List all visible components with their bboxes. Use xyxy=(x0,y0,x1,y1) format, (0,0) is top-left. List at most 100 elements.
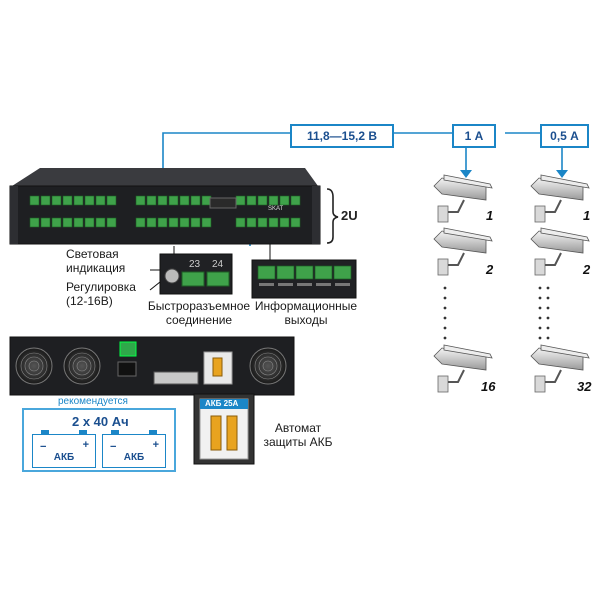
dot xyxy=(546,306,550,310)
terminal-block xyxy=(29,217,40,228)
battery-2-minus: − xyxy=(110,441,117,453)
dot xyxy=(538,296,542,300)
fans xyxy=(15,347,287,385)
battery-1-minus: − xyxy=(40,441,47,453)
terminal-block xyxy=(106,217,117,228)
connector-callout xyxy=(149,246,233,295)
regulation-label: Регулировка (12-16В) xyxy=(66,280,136,308)
battery-capacity: 2 x 40 Ач xyxy=(72,414,129,429)
info-outputs-callout xyxy=(251,244,357,299)
battery-1: − + АКБ xyxy=(32,430,96,468)
info-output-caption xyxy=(297,283,312,286)
dot xyxy=(538,336,542,340)
terminal-block xyxy=(40,195,51,206)
battery-2-label: АКБ xyxy=(123,452,145,463)
terminal-block xyxy=(279,217,290,228)
supply-line xyxy=(162,132,290,168)
cctv-camera-icon xyxy=(433,344,493,393)
rear-breaker xyxy=(203,351,233,385)
fan-icon xyxy=(15,347,53,385)
info-output-terminal xyxy=(257,265,276,280)
info-output-terminal xyxy=(333,265,352,280)
cctv-camera-icon xyxy=(530,344,590,393)
rack-size-label: 2U xyxy=(341,208,358,223)
power-socket xyxy=(117,361,137,377)
terminal-block xyxy=(235,217,246,228)
terminal-block xyxy=(279,195,290,206)
dot xyxy=(443,316,447,320)
dot xyxy=(538,316,542,320)
terminal-block xyxy=(84,217,95,228)
battery-1-label: АКБ xyxy=(53,452,75,463)
rack-unit-rear xyxy=(9,336,295,396)
recommended-label: рекомендуется xyxy=(58,396,128,407)
terminal-block xyxy=(235,195,246,206)
battery-terminals xyxy=(153,371,199,385)
terminal-block xyxy=(51,195,62,206)
terminal-block xyxy=(268,217,279,228)
breaker-zoom xyxy=(193,393,255,465)
terminal-block xyxy=(51,217,62,228)
camera-column-right xyxy=(530,174,590,393)
arrow-down-1 xyxy=(460,170,472,178)
camera-column-left xyxy=(433,174,493,393)
front-panel-brand: SKAT xyxy=(268,206,284,212)
current-2: 0,5 А xyxy=(550,129,579,143)
terminal-block xyxy=(179,217,190,228)
dot xyxy=(443,306,447,310)
camera-number-right-2: 2 xyxy=(583,262,591,277)
continuation-dots xyxy=(443,286,550,340)
cctv-camera-icon xyxy=(530,174,590,223)
current-1: 1 А xyxy=(464,129,484,143)
connector-24 xyxy=(206,271,230,287)
terminal-block xyxy=(40,217,51,228)
terminal-block xyxy=(257,217,268,228)
terminal-block xyxy=(179,195,190,206)
terminal-block xyxy=(146,195,157,206)
camera-number-left-1: 1 xyxy=(486,208,494,223)
rack-size-bracket xyxy=(326,188,339,244)
terminal-block xyxy=(95,217,106,228)
dot xyxy=(443,326,447,330)
terminal-block xyxy=(201,217,212,228)
terminal-block xyxy=(95,195,106,206)
terminal-block xyxy=(146,217,157,228)
cctv-camera-icon xyxy=(433,174,493,223)
battery-2-plus: + xyxy=(152,439,159,451)
arrow-down-2 xyxy=(556,170,568,178)
dot xyxy=(546,326,550,330)
regulation-knob xyxy=(164,268,180,284)
dot xyxy=(546,336,550,340)
front-slot xyxy=(209,197,237,209)
light-indication-label: Световая индикация xyxy=(66,247,126,275)
terminal-block xyxy=(157,217,168,228)
terminal-block xyxy=(135,195,146,206)
info-output-caption xyxy=(278,283,293,286)
terminal-block xyxy=(62,195,73,206)
terminal-block xyxy=(135,217,146,228)
terminal-block xyxy=(168,217,179,228)
power-switch xyxy=(119,341,137,357)
fan-icon xyxy=(63,347,101,385)
info-output-caption xyxy=(316,283,331,286)
dot xyxy=(538,326,542,330)
camera-number-right-1: 1 xyxy=(583,208,591,223)
dot xyxy=(443,296,447,300)
current-2-box: 0,5 А xyxy=(540,124,589,148)
terminal-block xyxy=(290,195,301,206)
terminal-block xyxy=(62,217,73,228)
terminal-block xyxy=(84,195,95,206)
connector-number-23: 23 xyxy=(189,259,201,270)
camera-number-left-16: 16 xyxy=(481,379,496,394)
terminal-block xyxy=(190,217,201,228)
info-output-terminal xyxy=(276,265,295,280)
battery-1-plus: + xyxy=(82,439,89,451)
terminal-block xyxy=(246,195,257,206)
connector-23 xyxy=(181,271,205,287)
terminal-block xyxy=(257,195,268,206)
cctv-camera-icon xyxy=(530,227,590,276)
voltage-range: 11,8—15,2 В xyxy=(306,129,378,143)
terminal-block xyxy=(73,217,84,228)
info-outputs-label: Информационные выходы xyxy=(254,299,358,327)
